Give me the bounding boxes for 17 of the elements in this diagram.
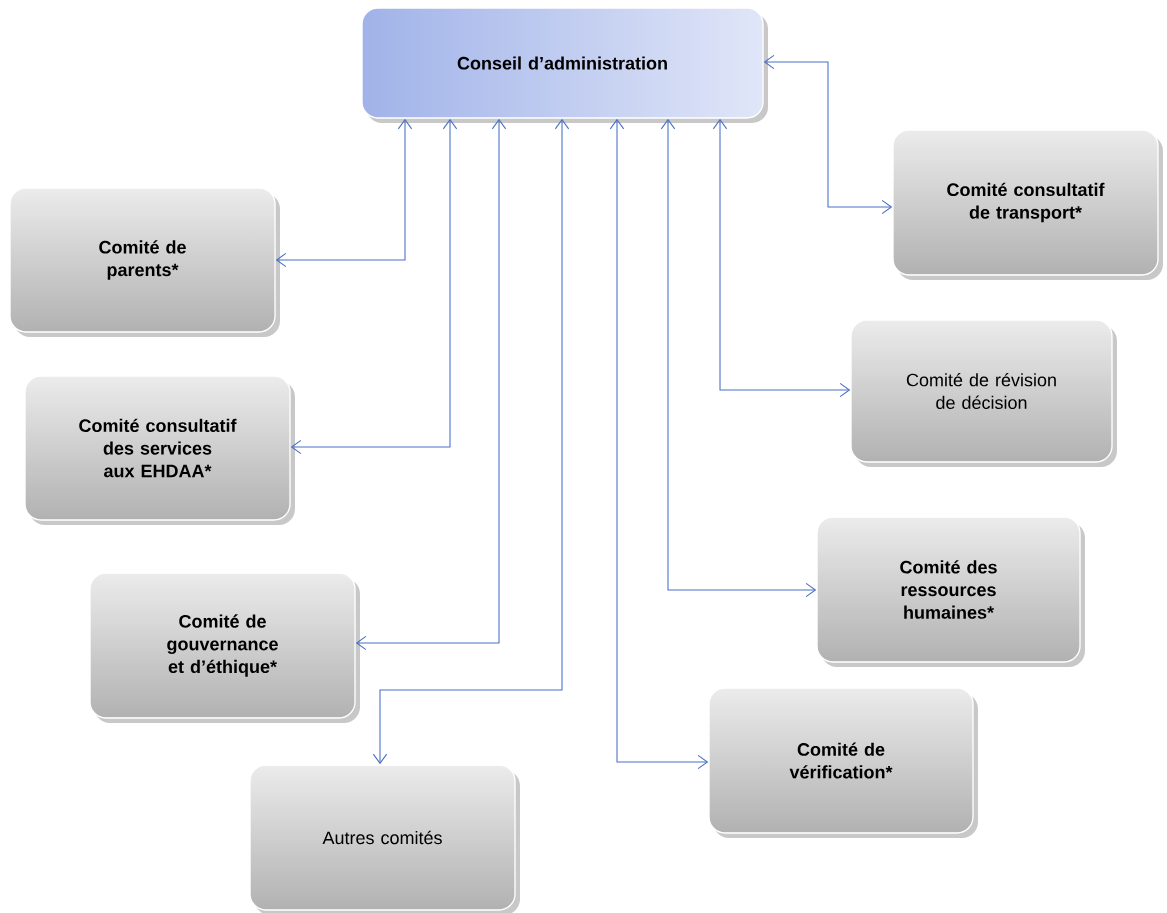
committee-box: Comité des ressources humaines*: [816, 516, 1085, 667]
committee-box: Comité de vérification*: [708, 687, 978, 838]
arrow: [609, 118, 709, 770]
arrow: [712, 118, 851, 398]
committee-box: Comité de parents*: [9, 187, 280, 337]
arrow: [660, 118, 817, 598]
committee-box: Autres comités: [249, 764, 520, 913]
arrow: [372, 118, 570, 765]
committee-box: Comité de révision de décision: [850, 319, 1117, 467]
arrow: [290, 118, 458, 455]
arrow: [763, 54, 893, 215]
committee-box: Comité consultatif des services aux EHDAA*: [24, 375, 295, 525]
committee-box: Comité consultatif de transport*: [892, 129, 1163, 280]
arrow: [275, 118, 413, 268]
committee-box: Comité de gouvernance et d’éthique*: [89, 572, 360, 723]
header-box: Conseil d’administration: [361, 7, 768, 123]
arrow: [355, 118, 507, 651]
